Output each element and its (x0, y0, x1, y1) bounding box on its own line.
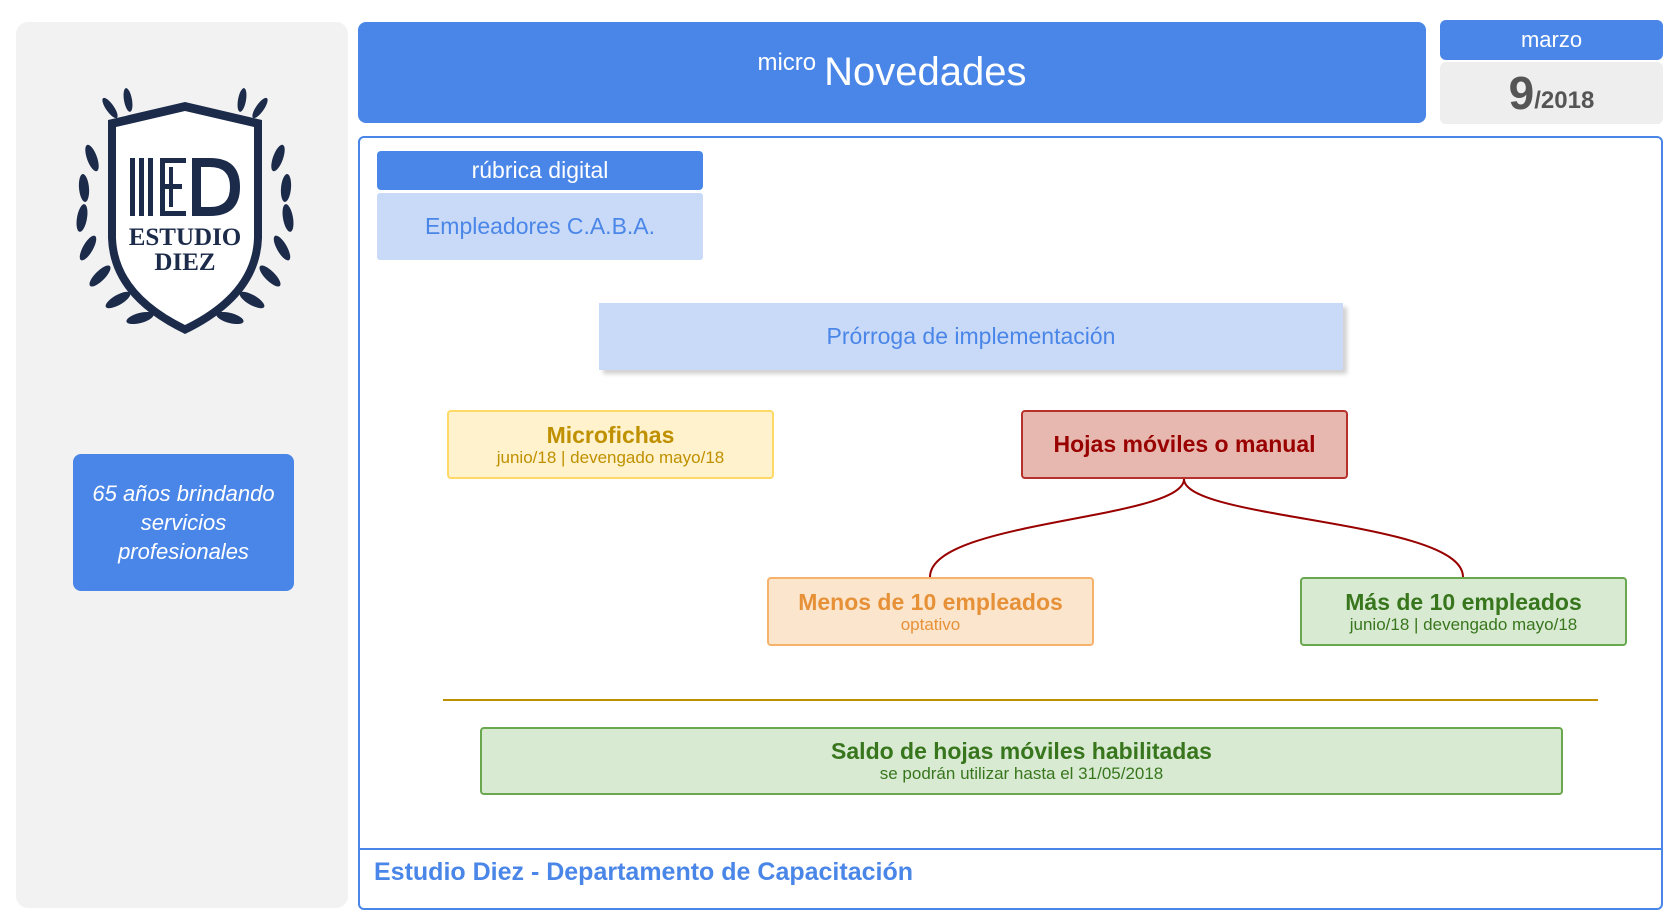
hojas-moviles-box: Hojas móviles o manual (1021, 410, 1348, 479)
tagline-text: 65 años brindando servicios profesionale… (92, 481, 275, 564)
prorroga-box: Prórroga de implementación (599, 303, 1343, 370)
date-month-label: marzo (1520, 27, 1583, 52)
microfichas-detail: junio/18 | devengado mayo/18 (496, 447, 725, 467)
logo-text-estudio: ESTUDIO (128, 224, 242, 251)
section-tab-label: rúbrica digital (471, 157, 609, 183)
saldo-hojas-box: Saldo de hojas móviles habilitadas se po… (480, 727, 1563, 795)
section-subtitle-label: Empleadores C.A.B.A. (424, 213, 656, 239)
header-bar: micro Novedades (358, 22, 1426, 123)
tagline-box: 65 años brindando servicios profesionale… (73, 454, 294, 591)
estudio-diez-logo: ESTUDIO DIEZ (70, 88, 300, 346)
logo-text-diez: DIEZ (154, 249, 216, 276)
footer-divider (359, 848, 1662, 850)
menos-10-detail: optativo (900, 614, 961, 634)
prorroga-label: Prórroga de implementación (826, 323, 1116, 349)
footer-text: Estudio Diez - Departamento de Capacitac… (374, 858, 913, 886)
hojas-moviles-title: Hojas móviles o manual (1053, 431, 1316, 458)
content-frame (358, 136, 1663, 910)
menos-10-title: Menos de 10 empleados (798, 588, 1063, 615)
shield-laurel-logo-icon (76, 88, 294, 334)
date-year: /2018 (1534, 87, 1595, 114)
mas-10-empleados-box: Más de 10 empleados junio/18 | devengado… (1300, 577, 1627, 646)
mas-10-detail: junio/18 | devengado mayo/18 (1349, 614, 1578, 634)
date-day-year: 9 /2018 (1440, 62, 1663, 124)
saldo-title: Saldo de hojas móviles habilitadas (831, 738, 1212, 764)
section-subtitle: Empleadores C.A.B.A. (377, 193, 703, 260)
saldo-detail: se podrán utilizar hasta el 31/05/2018 (879, 764, 1164, 784)
header-prefix: micro (757, 48, 817, 76)
section-tab: rúbrica digital (377, 151, 703, 190)
mas-10-title: Más de 10 empleados (1345, 588, 1582, 615)
date-day: 9 (1508, 67, 1535, 119)
date-month: marzo (1440, 20, 1663, 60)
menos-10-empleados-box: Menos de 10 empleados optativo (767, 577, 1094, 646)
microfichas-title: Microfichas (546, 421, 675, 448)
microfichas-box: Microfichas junio/18 | devengado mayo/18 (447, 410, 774, 479)
section-divider (443, 699, 1598, 701)
page-title: Novedades (824, 50, 1027, 94)
